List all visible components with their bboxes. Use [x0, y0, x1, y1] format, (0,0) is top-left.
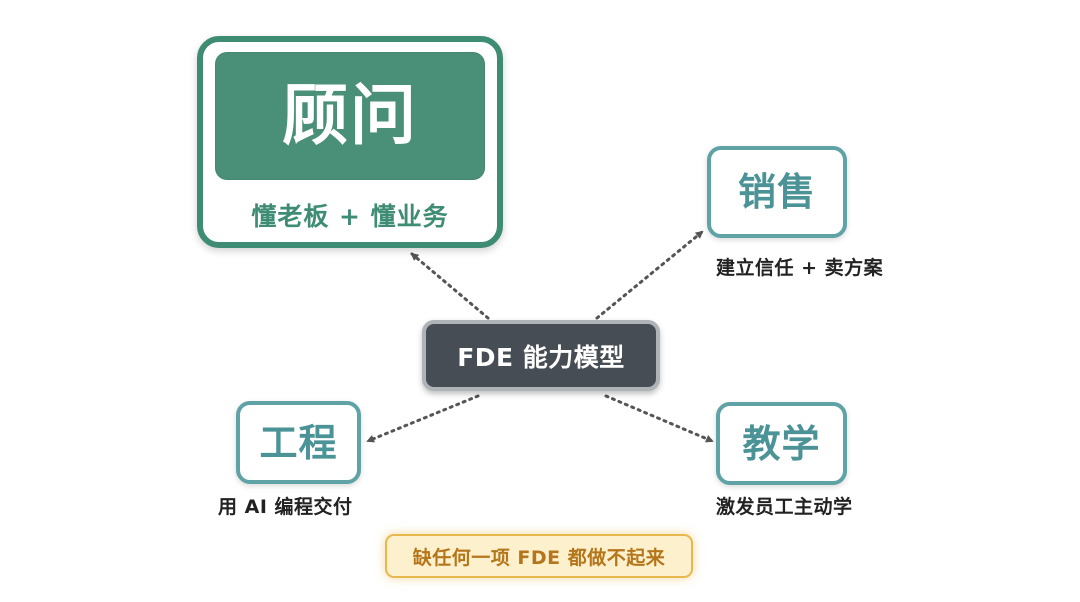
- arrow-to-consultant: [410, 252, 490, 320]
- warning-note-label: 缺任何一项 FDE 都做不起来: [412, 546, 666, 569]
- teaching-title: 教学: [742, 421, 821, 466]
- arrow-to-teaching: [604, 394, 714, 443]
- arrow-to-engineering: [366, 394, 480, 443]
- consultant-node: 顾问 懂老板 + 懂业务: [197, 36, 503, 248]
- sales-node: 销售: [707, 146, 847, 238]
- sales-caption: 建立信任 + 卖方案: [716, 257, 884, 279]
- engineering-caption: 用 AI 编程交付: [218, 496, 353, 518]
- warning-note: 缺任何一项 FDE 都做不起来: [385, 534, 693, 578]
- arrow-to-sales: [595, 230, 704, 320]
- sales-title: 销售: [737, 170, 816, 214]
- consultant-title-panel: 顾问: [215, 52, 485, 180]
- center-node: FDE 能力模型: [422, 320, 660, 391]
- teaching-caption: 激发员工主动学: [716, 496, 853, 518]
- consultant-title: 顾问: [282, 77, 418, 154]
- engineering-title: 工程: [259, 420, 338, 465]
- engineering-node: 工程: [236, 401, 361, 484]
- consultant-subtitle: 懂老板 + 懂业务: [251, 202, 449, 231]
- center-label: FDE 能力模型: [457, 342, 625, 372]
- teaching-node: 教学: [716, 402, 847, 485]
